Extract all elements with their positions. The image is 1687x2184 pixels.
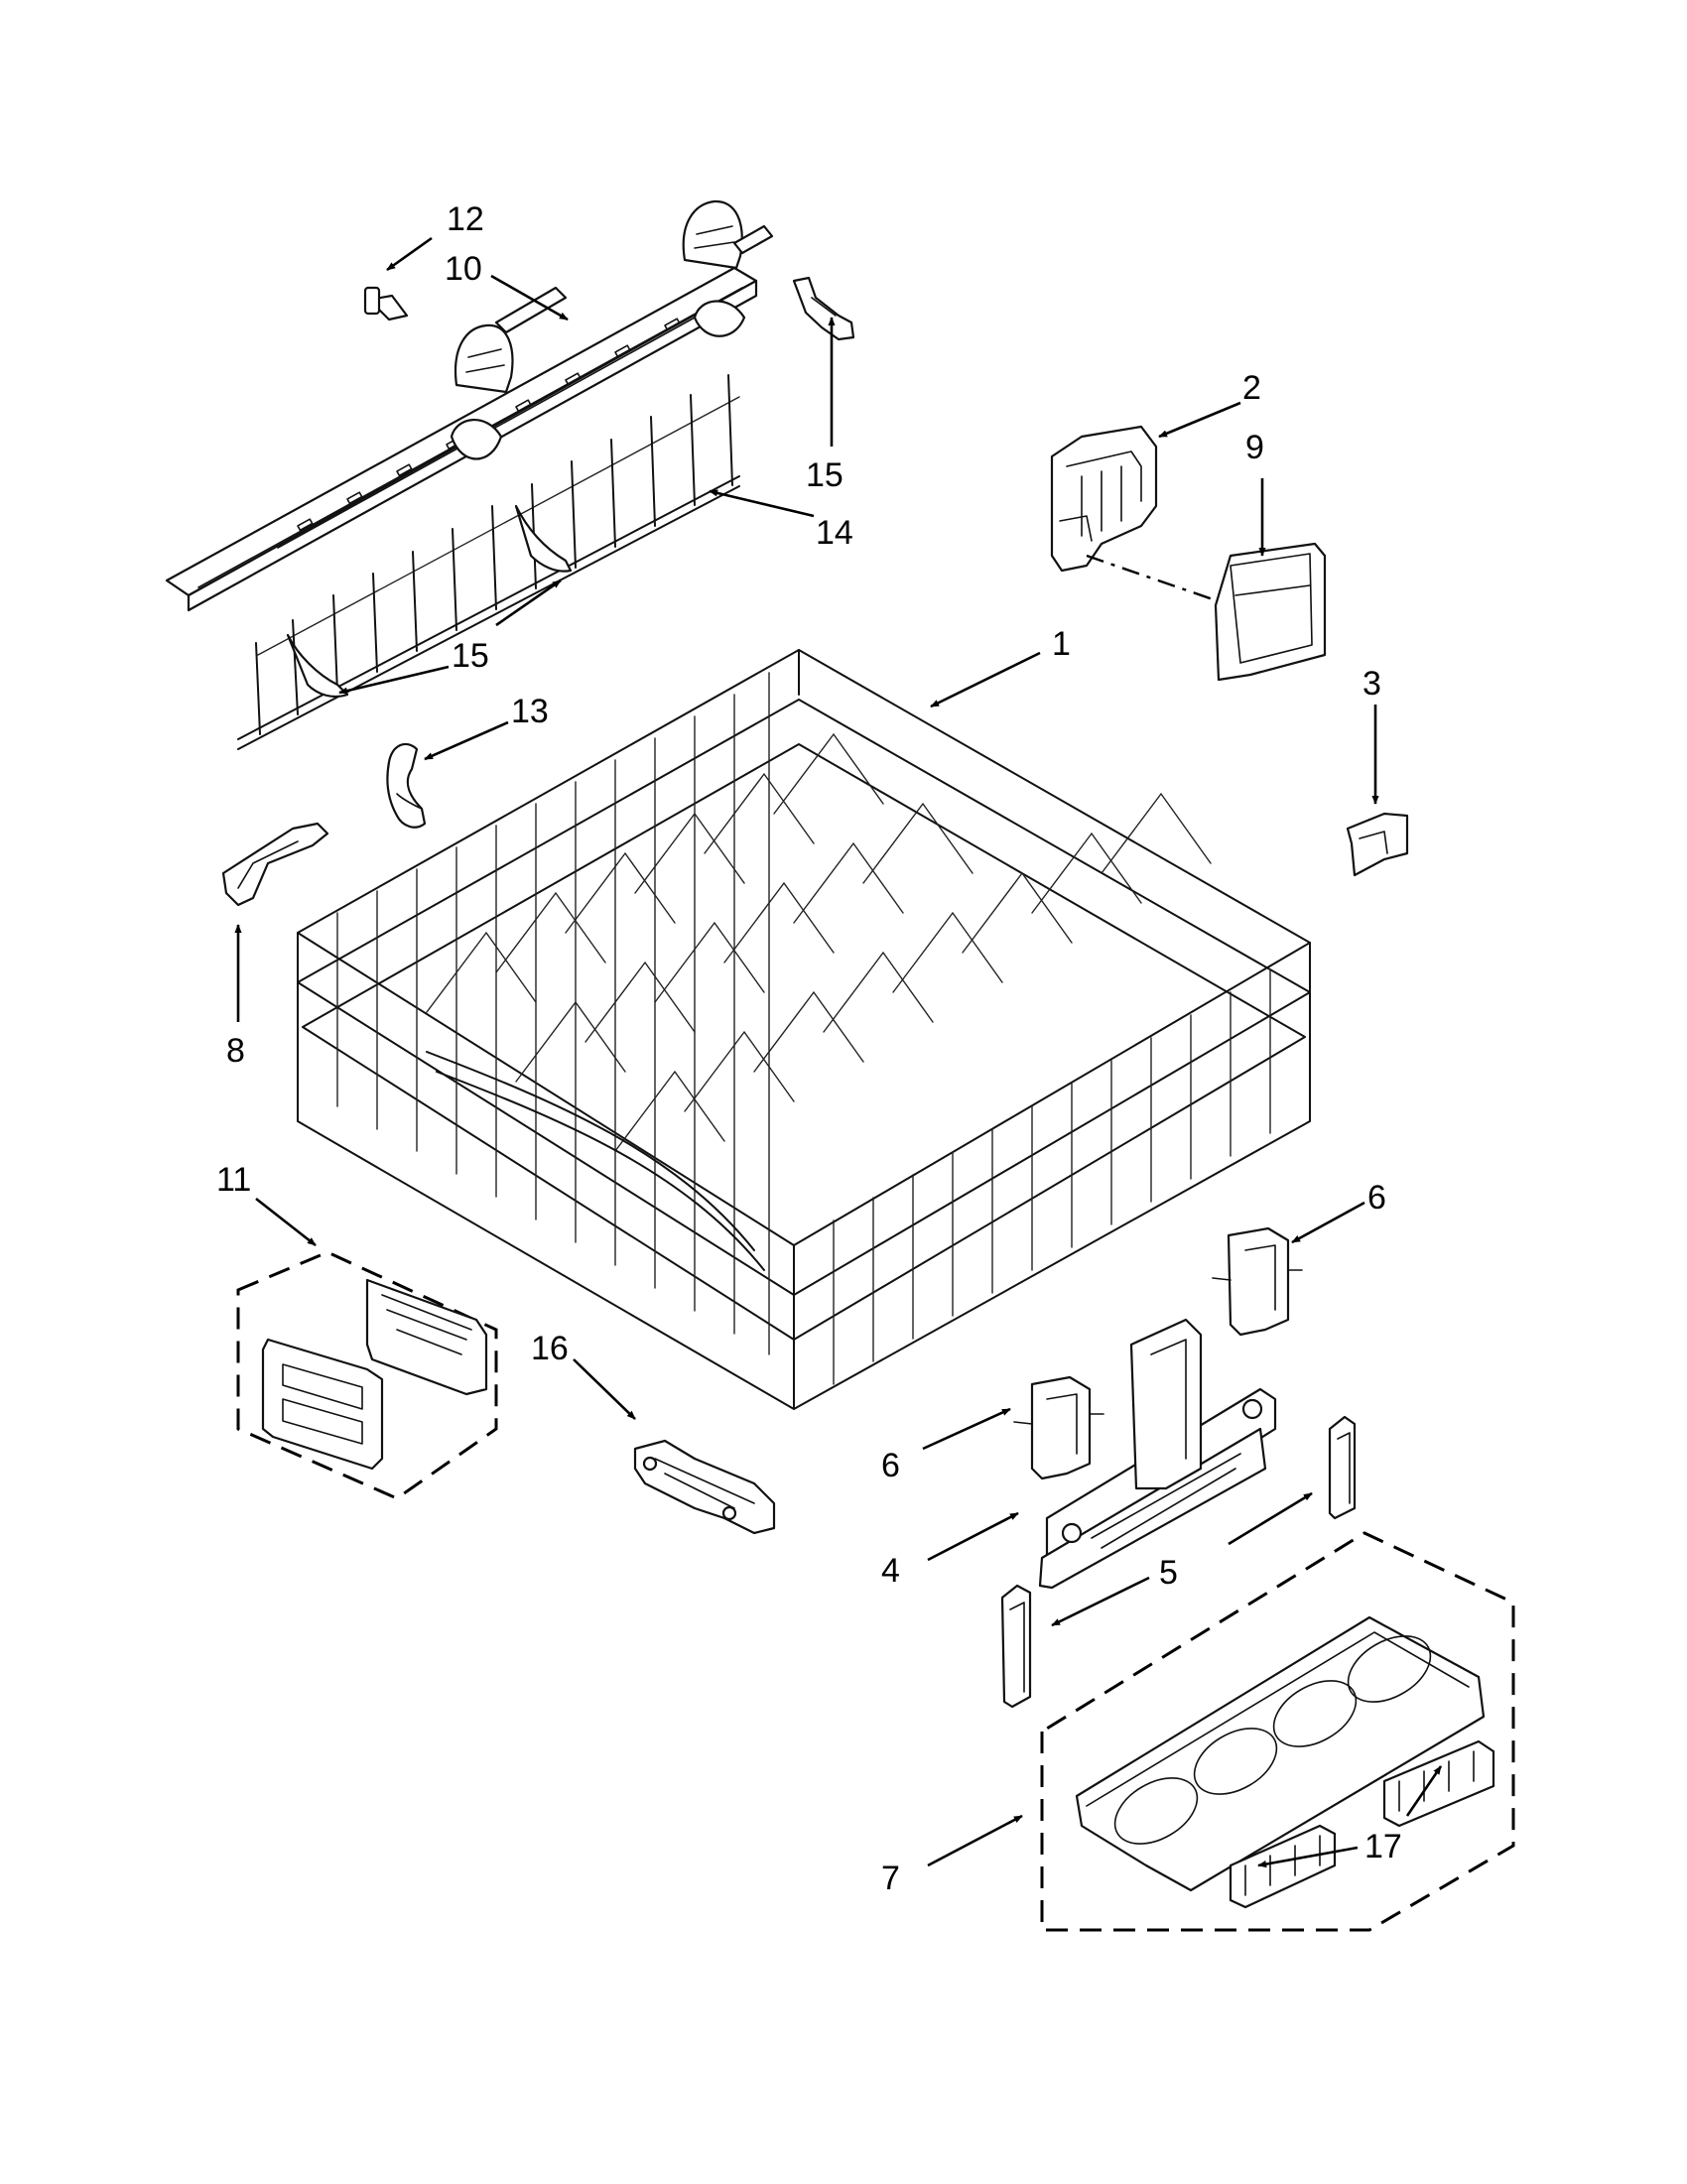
cover-part <box>1214 542 1327 682</box>
callout-labels: 12 10 15 2 9 14 15 1 13 3 8 11 6 16 6 4 … <box>216 200 1402 1897</box>
callout-13: 13 <box>511 693 549 730</box>
callout-5: 5 <box>1159 1554 1178 1592</box>
kit-part-7 <box>1040 1531 1515 1932</box>
callout-12: 12 <box>447 200 484 238</box>
callout-4: 4 <box>881 1552 900 1590</box>
callout-2: 2 <box>1242 369 1261 407</box>
callout-10: 10 <box>445 250 482 288</box>
clip-part-8 <box>221 822 329 907</box>
callout-1: 1 <box>1052 625 1071 663</box>
callout-16: 16 <box>531 1330 569 1367</box>
clip-part-upper <box>792 276 855 341</box>
callout-6-right: 6 <box>1367 1179 1386 1217</box>
callout-15-upper: 15 <box>806 456 844 494</box>
slide-rail-part <box>165 199 774 612</box>
callout-9: 9 <box>1245 429 1264 466</box>
adjuster-part <box>1038 1318 1277 1590</box>
bracket-part-6-right <box>1212 1226 1303 1337</box>
callout-8: 8 <box>226 1032 245 1070</box>
kit-part-11 <box>236 1250 498 1500</box>
bracket-part <box>1050 425 1158 573</box>
bracket-part-6-left <box>1013 1375 1104 1480</box>
guide-part-left <box>1000 1584 1032 1709</box>
dash-dot-link <box>1086 554 1217 602</box>
callout-11: 11 <box>216 1161 251 1199</box>
clip-part-13 <box>386 742 427 829</box>
screw-part <box>363 286 409 321</box>
callout-7: 7 <box>881 1860 900 1897</box>
callout-14: 14 <box>816 514 853 552</box>
callout-6-left: 6 <box>881 1447 900 1484</box>
leader-lines <box>234 236 1443 1868</box>
small-clip-part <box>1346 812 1409 877</box>
tine-row-part <box>237 374 740 750</box>
callout-17: 17 <box>1364 1828 1402 1865</box>
callout-3: 3 <box>1363 665 1381 703</box>
callout-15-lower: 15 <box>452 637 489 675</box>
rack-part <box>297 649 1311 1410</box>
bracket-part-16 <box>633 1439 776 1535</box>
guide-part-right <box>1328 1415 1357 1520</box>
